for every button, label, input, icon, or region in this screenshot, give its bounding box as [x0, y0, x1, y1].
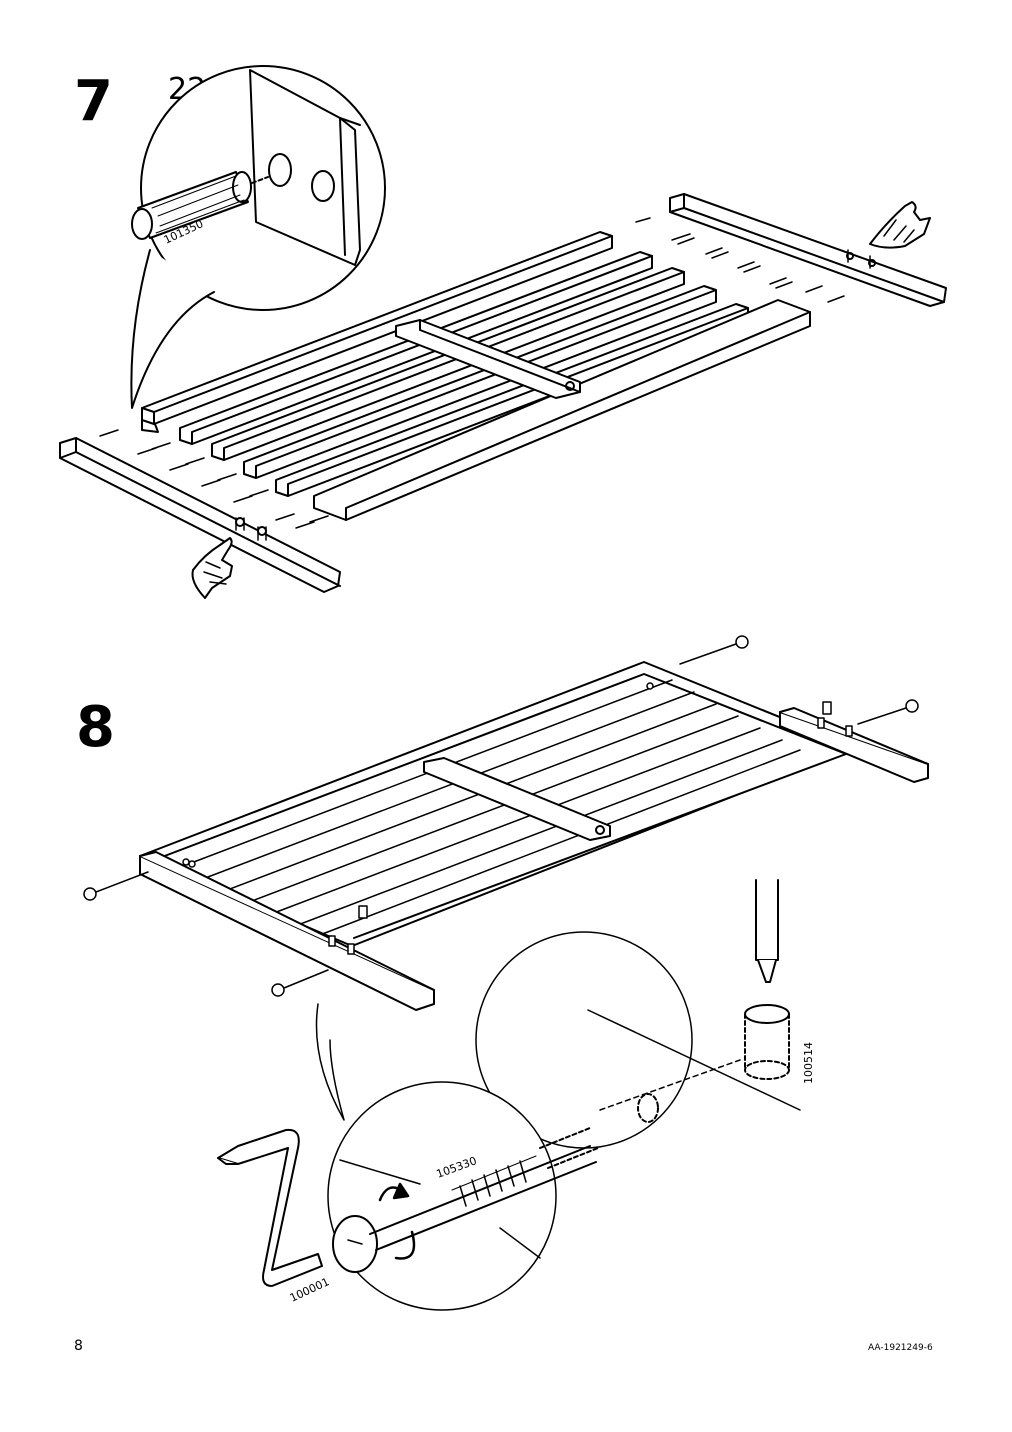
label-100514: 100514: [802, 1042, 815, 1084]
label-100001: 100001: [288, 1275, 332, 1305]
wooden-dowel-icon: [131, 171, 269, 240]
page-number: 8: [74, 1338, 83, 1354]
dowel-detail-bubble: [130, 65, 386, 409]
slats: [179, 251, 811, 521]
back-rail: [669, 193, 947, 307]
step-8-number: 8: [76, 695, 115, 760]
allen-key-icon: [217, 1128, 323, 1287]
side-rail: [141, 231, 613, 433]
hand-icon-back: [869, 201, 931, 249]
hand-icon-front: [191, 537, 233, 599]
dowels-front: [99, 429, 329, 529]
step-7-number: 7: [74, 69, 113, 134]
step-7-illustration: [59, 65, 947, 599]
cam-locks: [182, 682, 853, 955]
bolt-detail-bubble: [315, 1003, 599, 1311]
document-code: AA-1921249-6: [868, 1343, 933, 1353]
center-beam: [395, 319, 581, 399]
rotate-arrow-icon: [378, 1182, 416, 1260]
bolts: [83, 635, 919, 997]
cam-lock-detail-bubble: [475, 879, 801, 1149]
dowels-back: [635, 217, 845, 303]
front-rail: [59, 437, 341, 593]
step-8-illustration: 105330 100514 100001: [83, 635, 929, 1311]
bed-frame: [139, 661, 929, 1011]
screwdriver-icon: [744, 879, 790, 1080]
